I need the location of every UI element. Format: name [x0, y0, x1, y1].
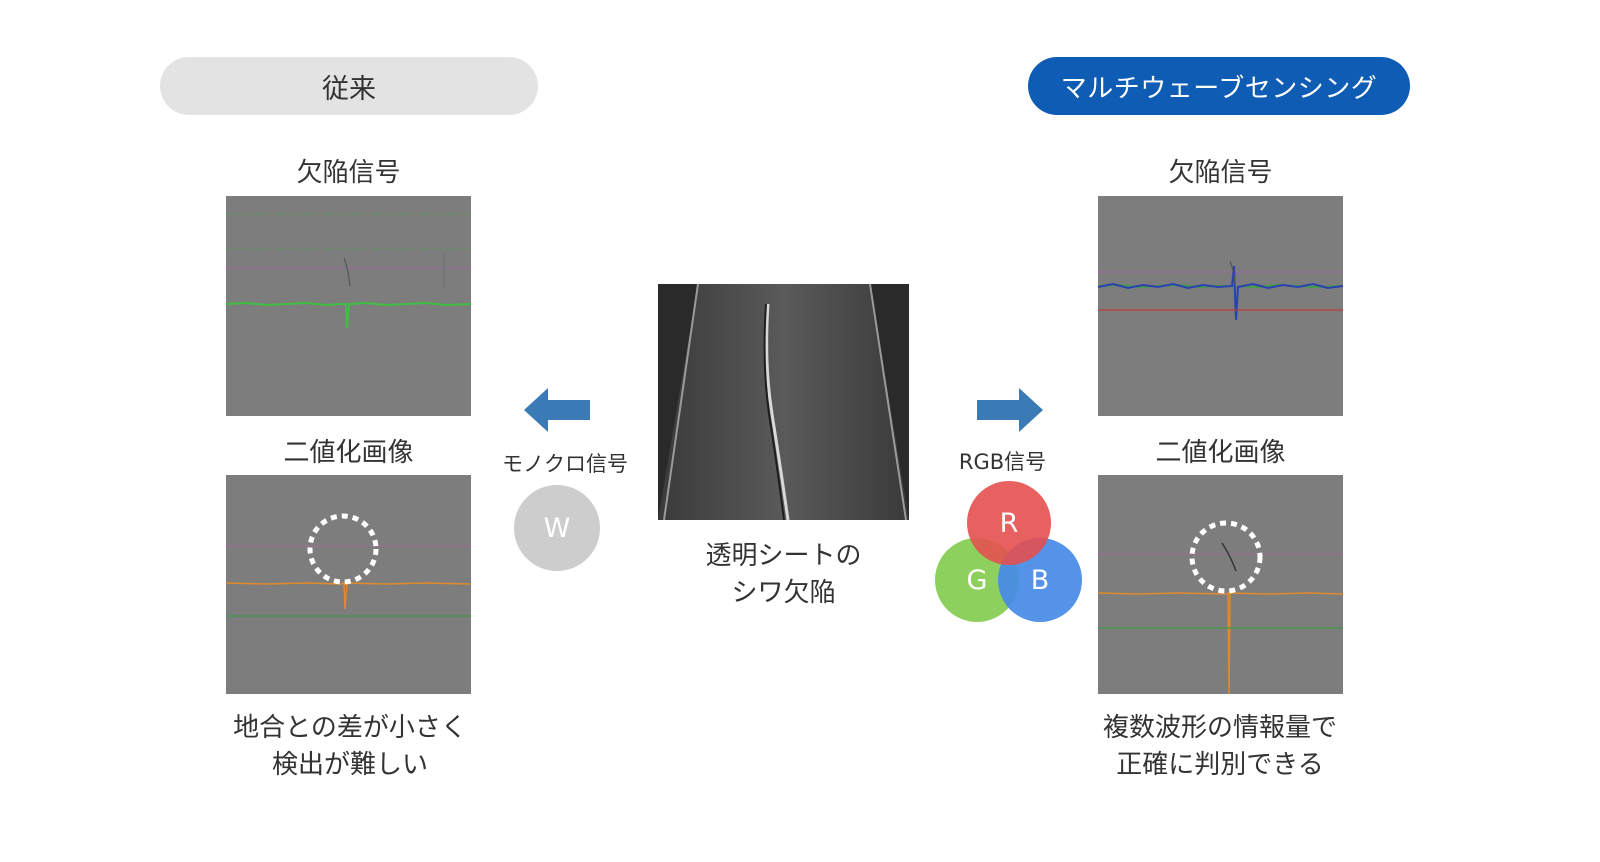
right-binary-label: 二値化画像 [1155, 438, 1286, 468]
multiwave-sensing-header-label: マルチウェーブセンシング [1060, 73, 1378, 104]
center-caption: 透明シートの シワ欠陥 [658, 538, 909, 612]
left-binary-panel [226, 475, 471, 694]
right-binary-panel [1098, 475, 1343, 694]
right-caption-line1: 複数波形の情報量で [1102, 713, 1337, 743]
conventional-header: 従来 [160, 57, 538, 115]
rgb-signal-label: RGB信号 [958, 450, 1047, 474]
green-signal-letter: G [966, 564, 988, 596]
right-highlight-circle [1189, 520, 1263, 594]
conventional-header-label: 従来 [322, 73, 376, 105]
center-caption-line1: 透明シートの [705, 541, 862, 571]
right-signal-graph [1098, 260, 1343, 321]
left-caption-line2: 検出が難しい [271, 750, 428, 780]
right-binary-graph [1098, 520, 1343, 694]
left-caption: 地合との差が小さく 検出が難しい [210, 710, 490, 784]
left-caption-line1: 地合との差が小さく [233, 713, 467, 743]
transparent-sheet-photo [658, 284, 909, 520]
red-signal-circle: R [967, 481, 1051, 565]
left-signal-graph [226, 213, 471, 329]
right-caption: 複数波形の情報量で 正確に判別できる [1080, 710, 1360, 784]
left-binary-label: 二値化画像 [283, 438, 414, 468]
arrow-right-icon [977, 388, 1043, 432]
arrow-left-icon [524, 388, 590, 432]
left-signal-label: 欠陥信号 [296, 158, 401, 188]
right-signal-panel [1098, 196, 1343, 416]
right-caption-line2: 正確に判別できる [1116, 750, 1324, 780]
center-caption-line2: シワ欠陥 [731, 578, 836, 608]
left-highlight-circle [307, 513, 379, 585]
white-signal-circle: W [514, 485, 600, 571]
left-binary-graph [226, 513, 471, 617]
sheet-wrinkle-image [658, 284, 909, 520]
multiwave-sensing-header: マルチウェーブセンシング [1028, 57, 1410, 115]
right-signal-label: 欠陥信号 [1168, 158, 1273, 188]
mono-signal-label: モノクロ信号 [502, 452, 628, 476]
blue-signal-letter: B [1030, 564, 1050, 596]
red-signal-letter: R [999, 507, 1019, 539]
left-signal-panel [226, 196, 471, 416]
white-signal-letter: W [543, 512, 571, 544]
